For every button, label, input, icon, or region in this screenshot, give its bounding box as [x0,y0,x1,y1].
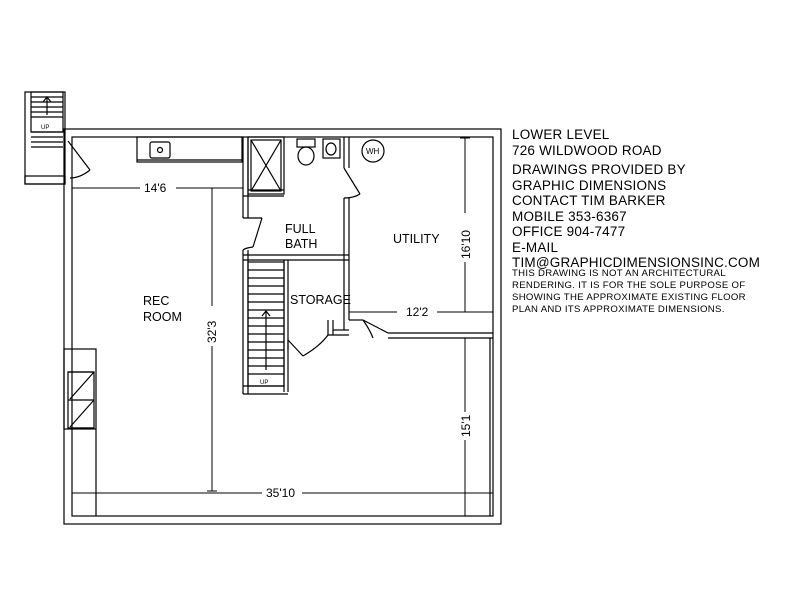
rec-room-label-line2: ROOM [143,310,182,324]
full-bath-label-line1: FULL [285,222,316,236]
toilet [296,138,316,166]
disclaimer-line-1: THIS DRAWING IS NOT AN ARCHITECTURAL [512,267,726,279]
lower-depth-dimension: 15'1 [459,414,473,437]
email-label: E-MAIL [512,239,559,255]
rec-room-label-line1: REC [143,294,169,308]
disclaimer-line-4: PLAN AND ITS APPROXIMATE DIMENSIONS. [512,303,725,315]
entry-door [67,140,91,179]
email-address: TIM@GRAPHICDIMENSIONSINC.COM [512,255,761,270]
plan-title: LOWER LEVEL [512,127,610,142]
exterior-stair [24,91,66,185]
disclaimer-line-3: SHOWING THE APPROXIMATE EXISTING FLOOR [512,291,746,303]
interior-stair-up-label: UP [260,380,268,386]
storage-label: STORAGE [290,293,351,307]
window-casements [63,348,97,516]
utility-label: UTILITY [393,232,440,246]
mobile-phone: MOBILE 353-6367 [512,208,627,224]
contact-name: CONTACT TIM BARKER [512,193,666,208]
title-block: LOWER LEVEL 726 WILDWOOD ROAD DRAWINGS P… [512,127,787,316]
water-heater [361,139,385,163]
interior-stair [247,261,285,387]
credit-line-2: GRAPHIC DIMENSIONS [512,177,667,193]
shower [247,136,285,195]
doors [242,167,389,357]
dimension-lines [71,137,494,517]
counter-with-sink [136,136,243,163]
rec-depth-dimension: 32'3 [205,320,219,343]
water-heater-label: WH [366,147,380,156]
utility-depth-dimension: 16'10 [459,230,473,259]
property-address: 726 WILDWOOD ROAD [512,142,662,158]
credit-line-1: DRAWINGS PROVIDED BY [512,162,686,177]
exterior-stair-up-label: UP [41,125,49,131]
utility-width-dimension: 12'2 [406,305,429,319]
office-phone: OFFICE 904-7477 [512,224,626,239]
bath-sink [322,138,341,159]
disclaimer-line-2: RENDERING. IT IS FOR THE SOLE PURPOSE OF [512,279,746,291]
overall-width-dimension: 35'10 [266,486,295,500]
full-bath-label-line2: BATH [285,237,317,251]
rec-width-dimension: 14'6 [144,181,167,195]
